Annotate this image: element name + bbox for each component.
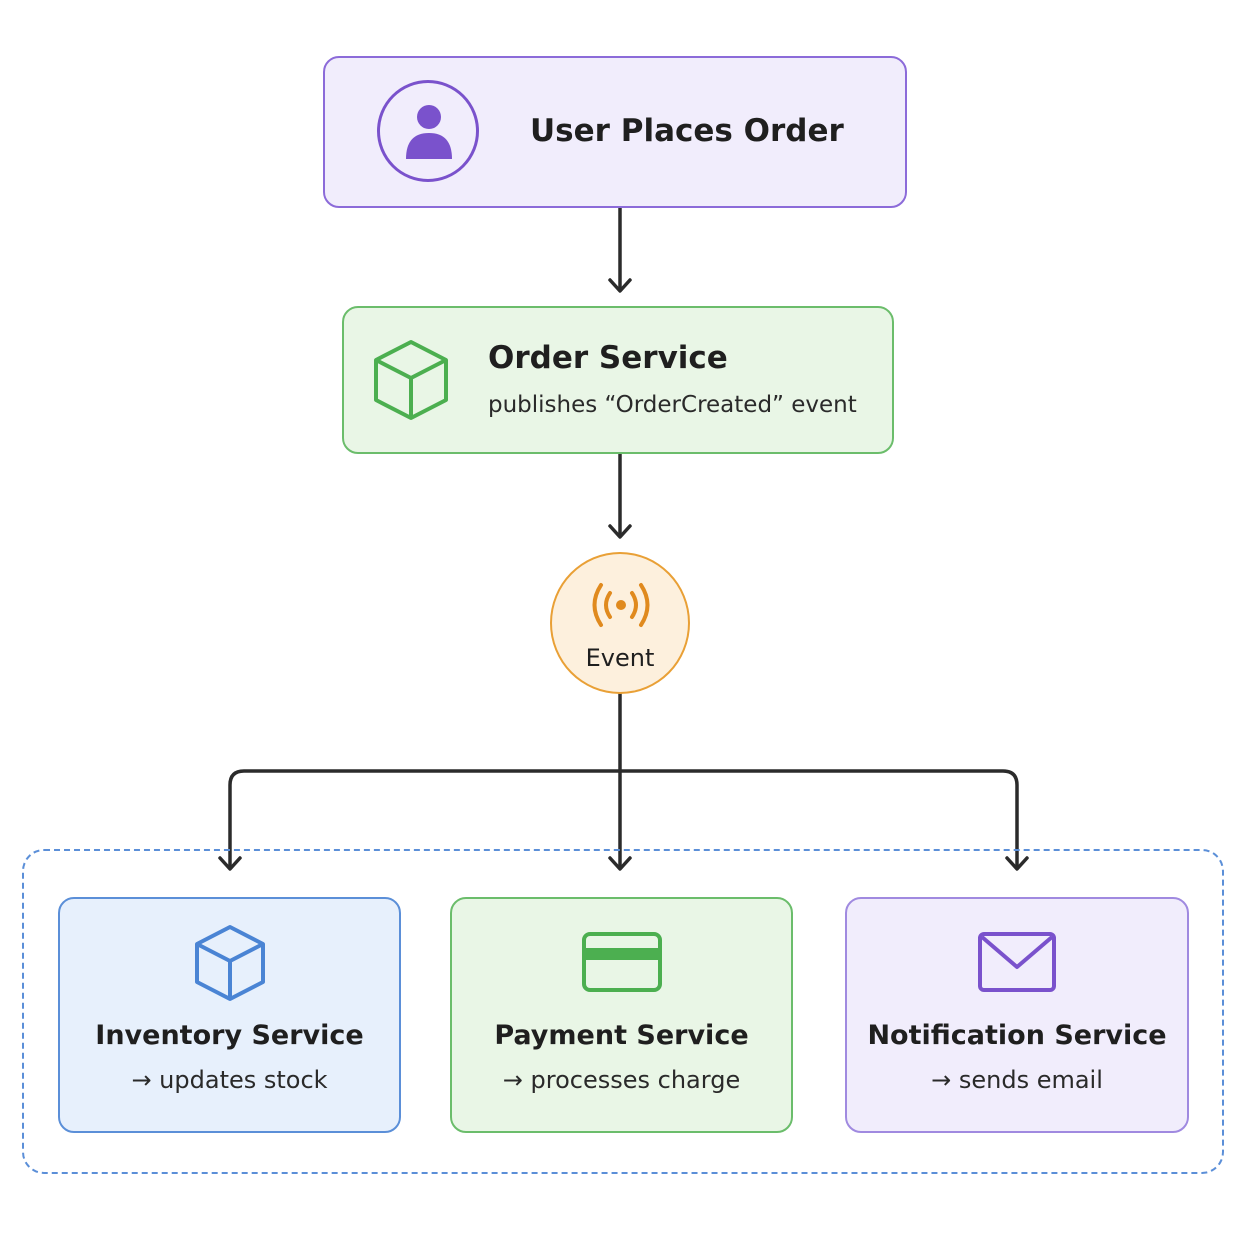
order-service-node: Order Service publishes “OrderCreated” e… — [342, 306, 894, 454]
user-icon — [377, 80, 479, 182]
payment-service-subtitle: → processes charge — [502, 1066, 741, 1094]
arrow-event-to-inventory — [228, 769, 622, 870]
cube-icon — [60, 923, 399, 1007]
event-label: Event — [585, 644, 655, 672]
arrow-event-to-notification — [618, 769, 1019, 870]
mail-icon — [847, 923, 1187, 999]
order-service-title: Order Service — [488, 340, 728, 376]
user-places-order-node: User Places Order — [323, 56, 907, 208]
subscribers-group — [22, 849, 1224, 1174]
payment-service-node: Payment Service → processes charge — [450, 897, 793, 1133]
notification-service-subtitle: → sends email — [931, 1066, 1103, 1094]
inventory-service-subtitle: → updates stock — [131, 1066, 328, 1094]
event-node: Event — [550, 552, 690, 694]
payment-service-title: Payment Service — [494, 1020, 749, 1051]
notification-service-node: Notification Service → sends email — [845, 897, 1189, 1133]
notification-service-title: Notification Service — [867, 1020, 1167, 1051]
order-service-subtitle: publishes “OrderCreated” event — [488, 392, 857, 418]
credit-card-icon — [452, 923, 791, 999]
user-node-title: User Places Order — [530, 113, 844, 149]
broadcast-icon — [588, 580, 654, 634]
inventory-service-node: Inventory Service → updates stock — [58, 897, 401, 1133]
inventory-service-title: Inventory Service — [95, 1020, 364, 1051]
cube-icon — [372, 338, 450, 426]
